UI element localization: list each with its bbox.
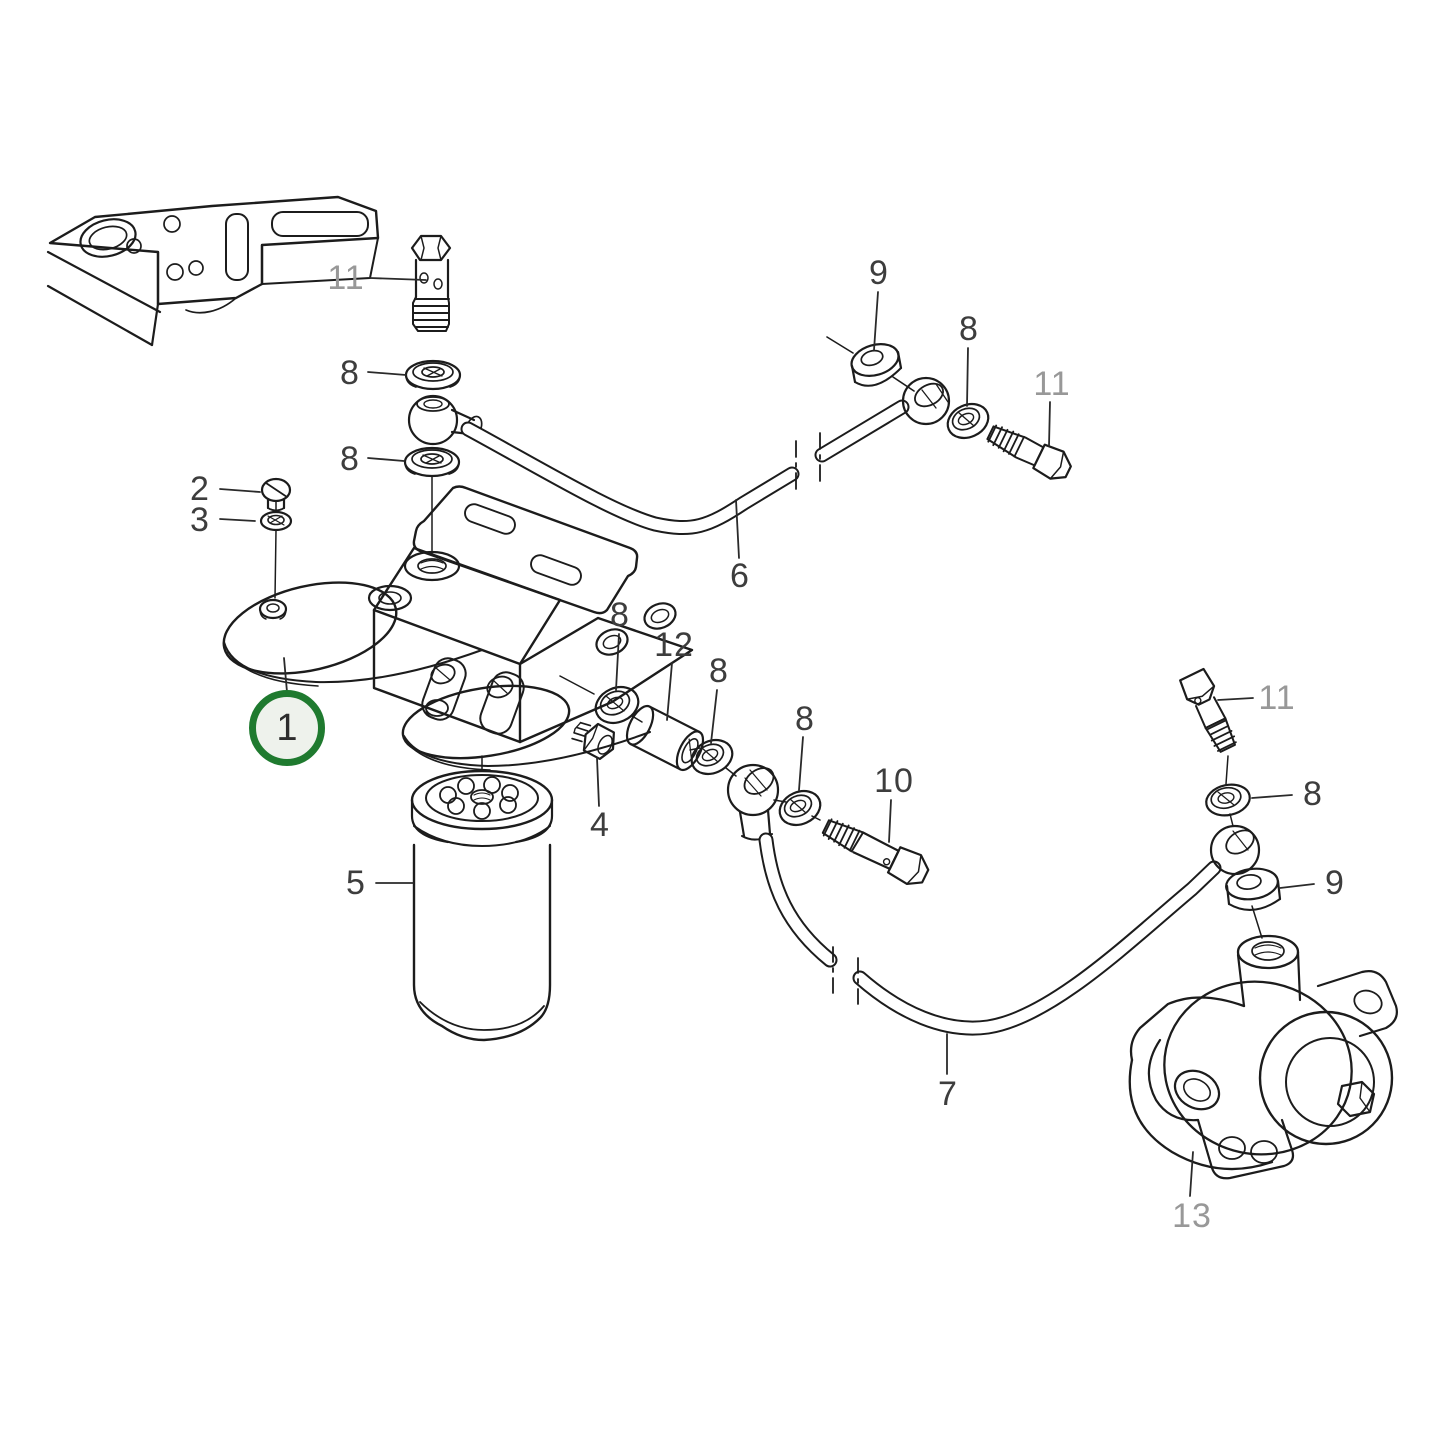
part-label-6[interactable]: 6 [730, 557, 750, 595]
fuel-line-6-break-marks [795, 432, 821, 490]
fuel-line-6-bore [462, 401, 908, 534]
part-label-9-right[interactable]: 9 [1325, 864, 1345, 902]
nut-9-right [1225, 867, 1282, 911]
banjo-bolt-11-top-right [986, 424, 1072, 480]
part-label-11-top-right[interactable]: 11 [1033, 365, 1071, 403]
banjo-bolt-11-right [1179, 667, 1237, 753]
axis-line-right-stack [1225, 755, 1234, 827]
part-label-13[interactable]: 13 [1172, 1197, 1212, 1235]
washer-8-right [1205, 783, 1251, 817]
part-label-8-top-2[interactable]: 8 [340, 440, 360, 478]
part-label-2[interactable]: 2 [190, 470, 210, 508]
part-label-3[interactable]: 3 [190, 501, 210, 539]
washer-3 [259, 510, 293, 532]
fuel-line-7-bore [760, 834, 1220, 1034]
part-label-8-center-2[interactable]: 8 [709, 652, 729, 690]
washer-8-center-1 [594, 685, 640, 725]
washer-8-center-3 [778, 789, 822, 827]
washer-8-top-right [946, 402, 990, 440]
part-label-8-center-1[interactable]: 8 [610, 596, 630, 634]
highlighted-part-callout-1[interactable]: 1 [249, 690, 325, 766]
part-label-8-top-right[interactable]: 8 [959, 310, 979, 348]
part-label-4[interactable]: 4 [590, 806, 610, 844]
part-label-11-right[interactable]: 11 [1258, 679, 1296, 717]
part-label-5[interactable]: 5 [346, 864, 366, 902]
axis-line-nut-9-right [1251, 905, 1263, 939]
fuel-filter-5 [410, 769, 554, 1042]
part-label-9-top[interactable]: 9 [869, 254, 889, 292]
banjo-bolt-11-top [410, 234, 452, 332]
fuel-line-7-break-marks [832, 946, 859, 1005]
banjo-fitting-center [726, 763, 780, 841]
part-label-12[interactable]: 12 [654, 626, 694, 664]
spacer-12 [625, 704, 705, 772]
washer-8-top-lower [403, 446, 461, 478]
washer-8-top-upper [404, 359, 462, 391]
axis-line-screw-2 [274, 501, 277, 599]
part-label-10[interactable]: 10 [874, 762, 914, 800]
banjo-fitting-top-right [901, 376, 951, 426]
fuel-pump-13 [1128, 934, 1398, 1180]
banjo-bolt-10 [821, 818, 930, 886]
screw-2 [260, 477, 292, 512]
washer-8-center-2 [690, 738, 734, 776]
leader-lines [219, 277, 1315, 1197]
part-label-11-top-left[interactable]: 11 [327, 259, 365, 297]
axis-line-top-right [826, 336, 915, 392]
part-label-7[interactable]: 7 [938, 1075, 958, 1113]
part-label-8-top-1[interactable]: 8 [340, 354, 360, 392]
plug-4 [571, 721, 615, 761]
fuel-filter-housing-1 [222, 485, 694, 771]
part-label-8-center-3[interactable]: 8 [795, 700, 815, 738]
nut-9-top [850, 343, 903, 387]
part-label-8-right[interactable]: 8 [1303, 775, 1323, 813]
banjo-fitting-right [1209, 824, 1261, 876]
